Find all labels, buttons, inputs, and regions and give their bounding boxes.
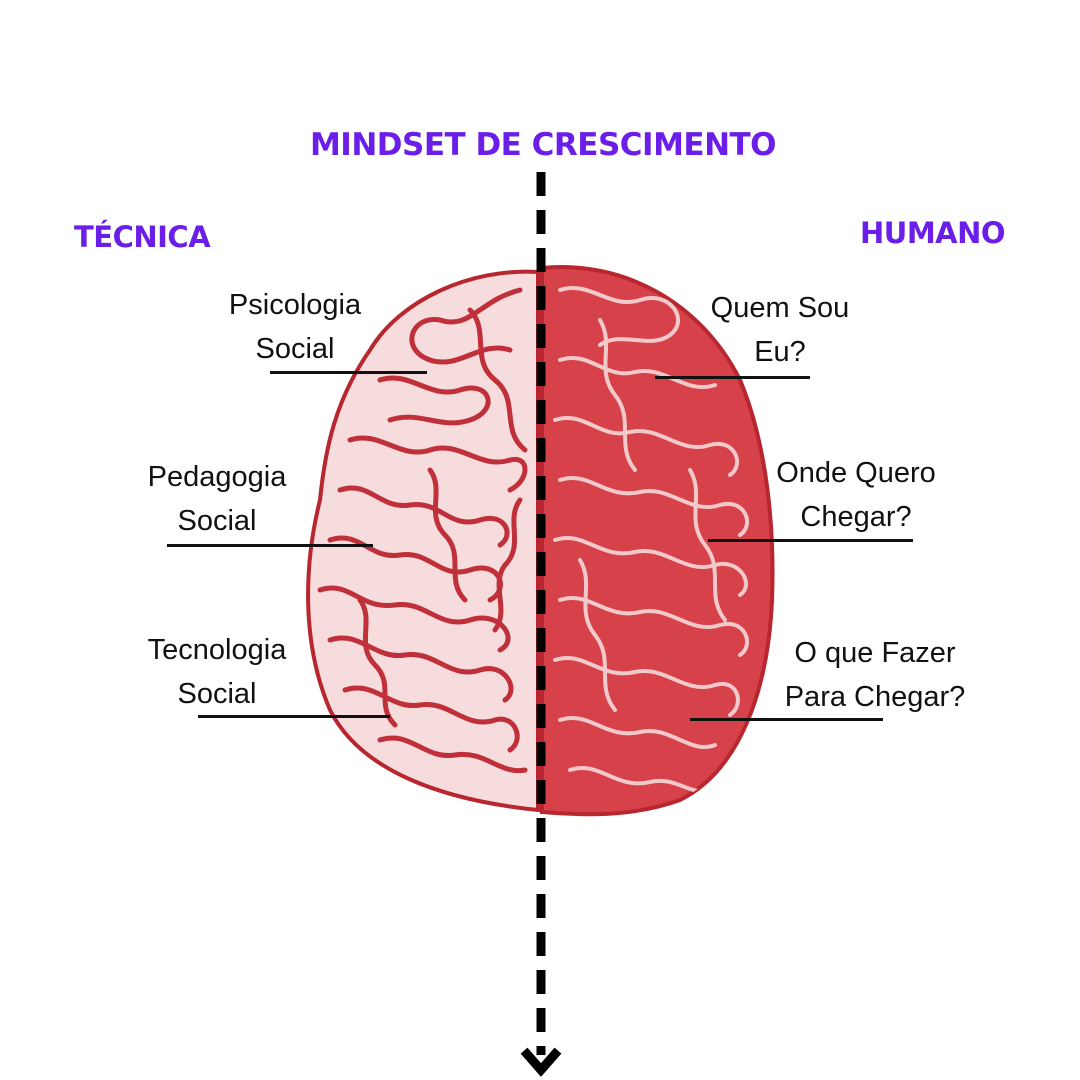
label-line: Onde Quero	[776, 457, 936, 489]
left-heading: TÉCNICA	[74, 220, 211, 254]
leader-line	[198, 715, 390, 718]
label-line: Chegar?	[800, 501, 912, 533]
label-pedagogia-social: Pedagogia Social	[127, 455, 307, 543]
label-line: Eu?	[754, 336, 806, 368]
label-line: Social	[255, 333, 335, 365]
dashed-arrow	[520, 172, 562, 1077]
label-line: Pedagogia	[147, 461, 287, 493]
label-psicologia-social: Psicologia Social	[205, 283, 385, 371]
label-line: Social	[177, 678, 257, 710]
right-heading: HUMANO	[860, 216, 1006, 250]
left-hemisphere	[306, 269, 540, 813]
label-line: O que Fazer	[794, 637, 956, 669]
label-o-que-fazer: O que Fazer Para Chegar?	[765, 631, 985, 719]
label-line: Para Chegar?	[784, 681, 966, 713]
leader-line	[690, 718, 883, 721]
leader-line	[167, 544, 373, 547]
leader-line	[270, 371, 427, 374]
label-line: Tecnologia	[147, 634, 287, 666]
label-tecnologia-social: Tecnologia Social	[127, 628, 307, 716]
leader-line	[655, 376, 810, 379]
label-line: Quem Sou	[710, 292, 850, 324]
page-title: MINDSET DE CRESCIMENTO	[309, 127, 777, 163]
label-line: Social	[177, 505, 257, 537]
label-onde-quero-chegar: Onde Quero Chegar?	[756, 451, 956, 539]
right-hemisphere	[540, 265, 775, 817]
label-quem-sou-eu: Quem Sou Eu?	[690, 286, 870, 374]
label-line: Psicologia	[228, 289, 362, 321]
leader-line	[708, 539, 913, 542]
